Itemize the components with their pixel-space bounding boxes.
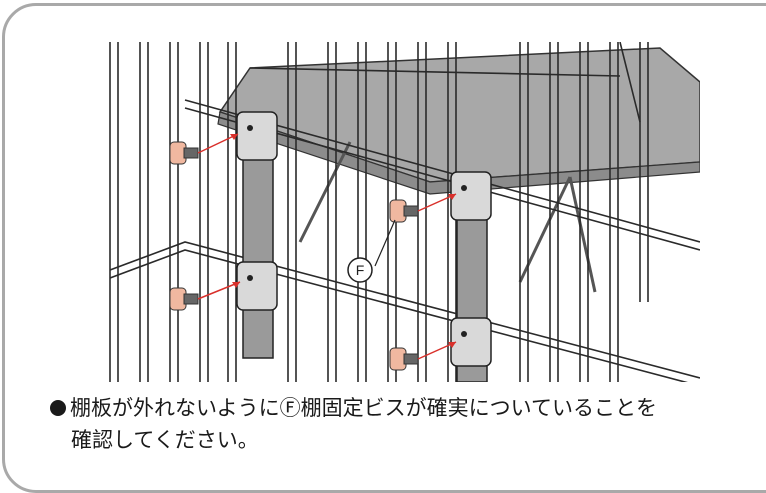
arrow-top-left <box>197 133 239 154</box>
bracket-right <box>450 171 492 382</box>
screw-bottom-left <box>169 287 199 311</box>
screw-middle <box>389 199 419 223</box>
arrow-bottom-right <box>417 341 457 360</box>
caption-marker-f: Ⓕ <box>279 396 301 420</box>
assembly-illustration: F <box>109 42 700 382</box>
caption-text-b: 棚固定ビスが確実についていることを <box>300 396 657 420</box>
vertical-wires <box>109 42 649 382</box>
arrow-bottom-left <box>197 281 241 300</box>
instruction-caption: 棚板が外れないようにⒻ棚固定ビスが確実についていることを 確認してください。 <box>50 392 760 456</box>
screw-bottom-right <box>389 347 419 371</box>
caption-line-2: 確認してください。 <box>71 428 259 452</box>
callout-f-circle <box>347 257 373 283</box>
arrow-middle <box>417 193 457 212</box>
caption-line-1: 棚板が外れないようにⒻ棚固定ビスが確実についていることを <box>50 392 760 424</box>
callout-leader <box>374 219 396 267</box>
bracket-left <box>236 111 278 359</box>
bullet-icon <box>50 400 66 416</box>
callout-f-label: F <box>356 262 365 278</box>
screw-top-left <box>169 141 199 165</box>
caption-text-a: 棚板が外れないように <box>70 396 280 420</box>
